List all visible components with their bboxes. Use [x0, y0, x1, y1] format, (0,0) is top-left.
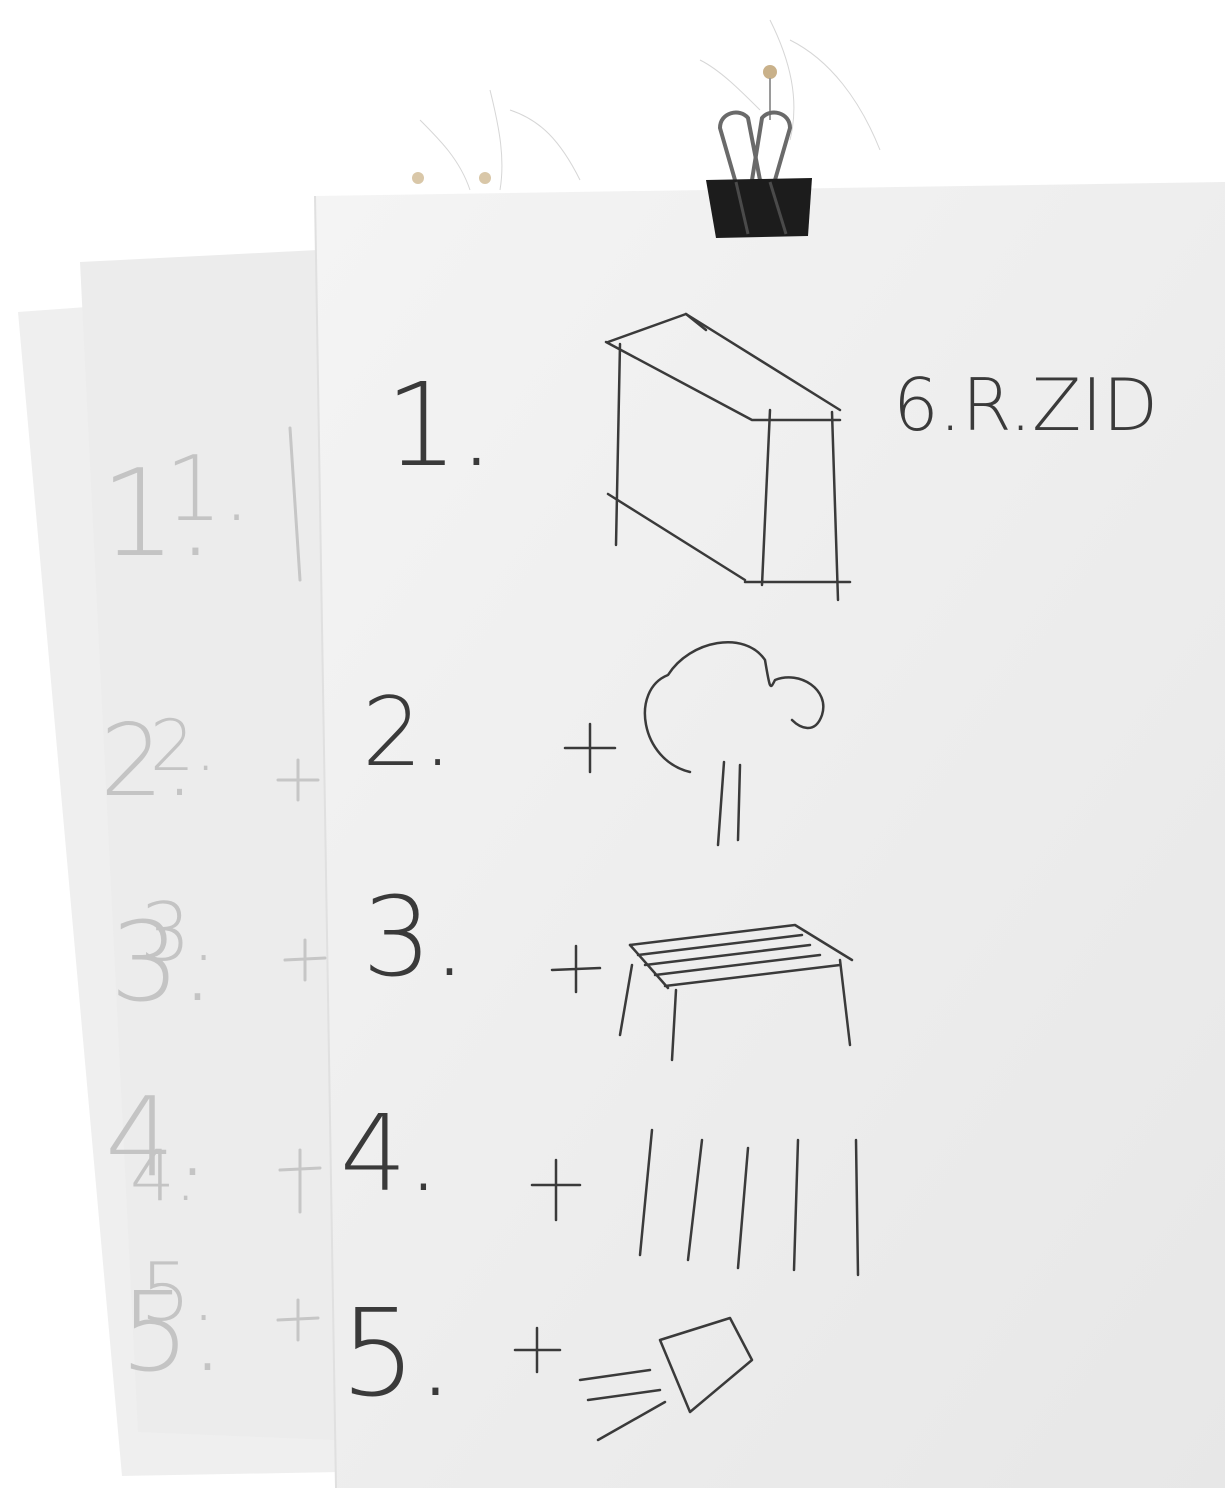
front-number-4: 4.: [340, 1093, 440, 1215]
front-number-5: 5.: [340, 1285, 455, 1424]
front-number-1: 1.: [385, 359, 495, 493]
sheet-heading: 6.R.ZID: [893, 363, 1158, 447]
front-number-2: 2.: [362, 678, 453, 788]
front-number-3: 3.: [362, 873, 467, 1001]
